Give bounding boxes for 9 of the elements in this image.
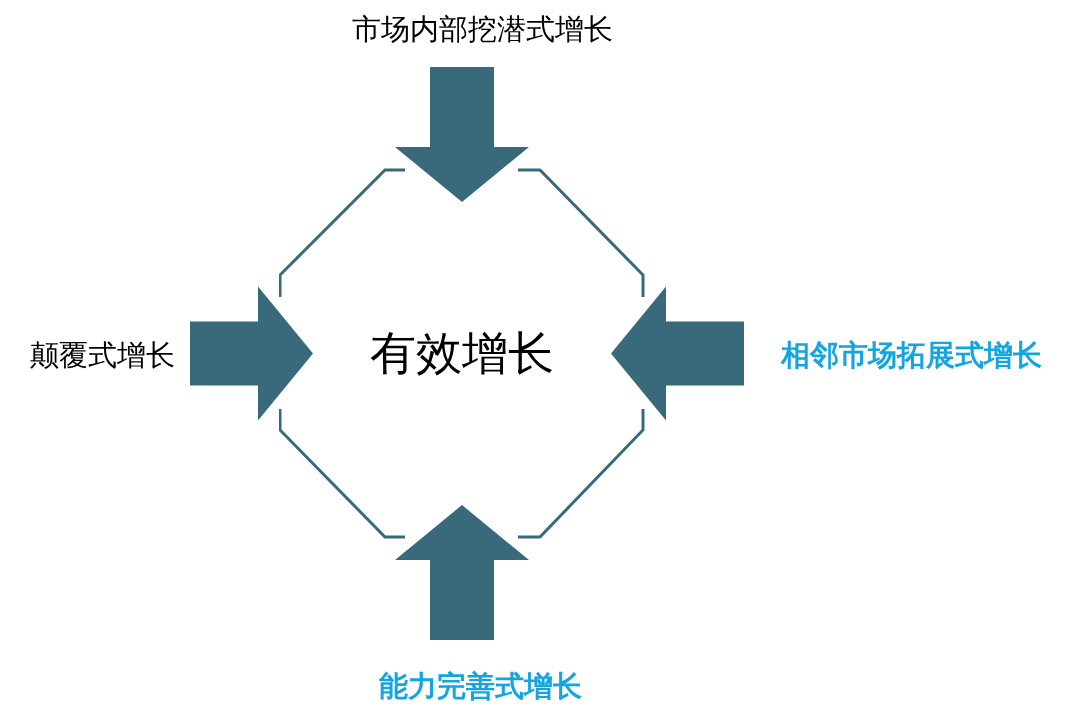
left-label: 颠覆式增长: [29, 340, 175, 372]
top-label: 市场内部挖潜式增长: [351, 14, 613, 46]
block-arrow: [190, 286, 313, 421]
block-arrow: [395, 67, 529, 202]
right-label: 相邻市场拓展式增长: [780, 340, 1042, 372]
block-arrow: [611, 286, 744, 421]
block-arrow: [395, 505, 529, 640]
center-label: 有效增长: [370, 328, 554, 379]
bottom-label: 能力完善式增长: [378, 671, 582, 703]
